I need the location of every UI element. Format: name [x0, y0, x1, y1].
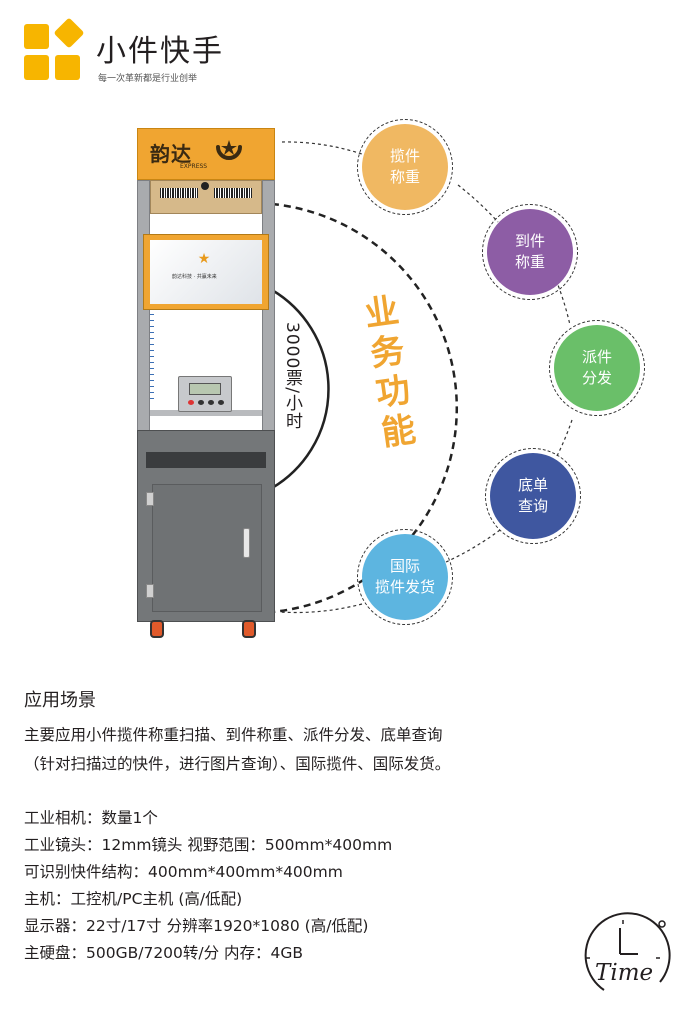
monitor-screen: [150, 240, 262, 304]
caster-wheel-icon: [242, 620, 256, 638]
time-label: Time: [595, 960, 654, 986]
feature-label: 到件 称重: [514, 232, 545, 271]
barcode-right: [214, 188, 252, 198]
spec-size: 可识别快件结构：400mm*400mm*400mm: [24, 863, 343, 881]
feature-ring: [549, 320, 645, 416]
star-logo-icon: ★: [197, 251, 211, 267]
spec-host: 主机：工控机/PC主机 (高/低配): [24, 890, 243, 908]
caster-wheel-icon: [150, 620, 164, 638]
brand-logo-mark: [24, 17, 85, 80]
feature-ring: [485, 448, 581, 544]
feature-ring: [482, 204, 578, 300]
spec-display: 显示器：22寸/17寸 分辨率1920*1080 (高/低配): [24, 917, 369, 935]
feature-receipt-query: 底单 查询: [490, 453, 576, 539]
scale-button-red: [188, 400, 194, 405]
scale-display: [189, 383, 221, 395]
scene-line: （针对扫描过的快件，进行图片查询）、国际揽件、国际发货。: [24, 755, 451, 773]
spec-storage: 主硬盘：500GB/7200转/分 内存：4GB: [24, 944, 304, 962]
hinge-icon: [146, 492, 154, 506]
brand-slogan: 每一次革新都是行业创举: [98, 74, 198, 84]
sign-sub: EXPRESS: [180, 163, 208, 170]
weighing-scale: [178, 376, 232, 412]
scale-shelf: [150, 410, 262, 416]
brand-sign: [137, 128, 275, 180]
feature-label: 底单 查询: [517, 476, 548, 515]
scale-button: [208, 400, 214, 405]
measure-scale-ruler: [150, 314, 154, 404]
feature-ring: [357, 529, 453, 625]
feature-label: 派件 分发: [581, 348, 612, 387]
spec-camera: 工业相机：数量1个: [24, 809, 158, 827]
sign-text: 韵达: [150, 142, 192, 166]
clock-icon: [584, 912, 671, 991]
camera-lens-icon: [201, 182, 209, 190]
feature-label: 国际 揽件发货: [374, 557, 435, 596]
feature-arrival-weigh: 到件 称重: [487, 209, 573, 295]
feature-international: 国际 揽件发货: [362, 534, 448, 620]
feature-pickup-weigh: 揽件 称重: [362, 124, 448, 210]
scene-line: 主要应用小件揽件称重扫描、到件称重、派件分发、底单查询: [24, 726, 443, 744]
feature-label: 揽件 称重: [389, 147, 420, 186]
scale-button: [218, 400, 224, 405]
feature-ring: [357, 119, 453, 215]
scale-button: [198, 400, 204, 405]
spec-lens: 工业镜头：12mm镜头 视野范围：500mm*400mm: [24, 836, 393, 854]
brand-title: 小件快手: [96, 34, 224, 69]
throughput-label: 3000票/小时: [282, 322, 302, 430]
feature-dispatch: 派件 分发: [554, 325, 640, 411]
smile-logo-icon: [216, 140, 242, 160]
barcode-left: [160, 188, 198, 198]
scene-heading: 应用场景: [24, 690, 96, 711]
monitor-text: 韵达科技 · 共赢未来: [172, 274, 217, 280]
cabinet-drawer: [146, 452, 266, 468]
door-handle-icon: [243, 528, 250, 558]
hinge-icon: [146, 584, 154, 598]
